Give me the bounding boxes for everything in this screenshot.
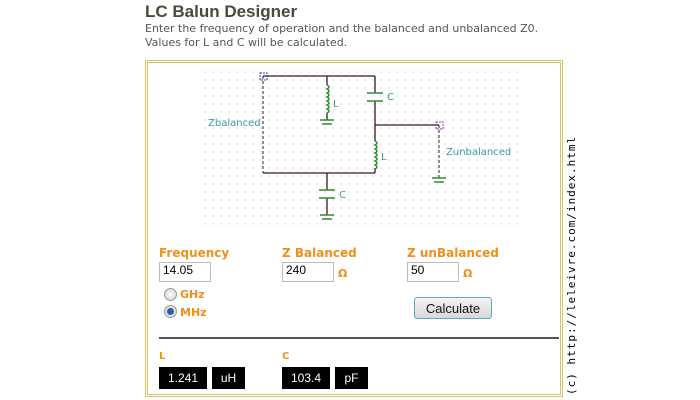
z-balanced-label: Z Balanced [282,246,357,260]
ghz-radio[interactable] [164,288,177,301]
c2-label: C [339,190,346,201]
z-unbalanced-input[interactable]: 50 [407,262,459,282]
frequency-label: Frequency [159,246,230,260]
ground-icon [432,177,446,183]
wire [374,76,439,173]
l2-label: L [381,152,387,163]
balanced-port-icon [259,72,268,81]
capacitor-icon [367,92,383,102]
calculate-button[interactable]: Calculate [414,297,492,319]
l-result-label: L [159,351,166,362]
ghz-label: GHz [180,288,205,301]
c-result-unit: pF [335,367,368,389]
ohm-unit: Ω [338,267,348,280]
page-title: LC Balun Designer [145,2,298,21]
l-result-unit: uH [212,367,245,389]
balun-panel: L C L C Zbalanced Zunbalanced Frequency … [145,60,563,397]
z-unbalanced-label: Z unBalanced [407,246,499,260]
ground-icon [320,214,334,220]
capacitor-icon [319,189,335,199]
zbalanced-label: Zbalanced [208,118,261,129]
mhz-label: MHz [180,306,207,319]
credit-link[interactable]: (c) http://leleivre.com/index.html [565,135,578,395]
ohm-unit: Ω [463,267,473,280]
l-result-value: 1.241 [159,367,207,389]
unbalanced-port-icon [435,121,444,130]
l1-label: L [333,99,339,110]
frequency-input[interactable]: 14.05 [159,262,211,282]
ground-icon [320,119,334,125]
c1-label: C [387,92,394,103]
divider [159,337,559,339]
inductor-icon [373,140,378,170]
zunbalanced-label: Zunbalanced [446,147,511,158]
z-balanced-input[interactable]: 240 [282,262,334,282]
description-line-1: Enter the frequency of operation and the… [145,22,539,35]
circuit-diagram: L C L C Zbalanced Zunbalanced [198,68,523,228]
description-line-2: Values for L and C will be calculated. [145,36,348,49]
c-result-label: C [282,351,290,362]
c-result-value: 103.4 [282,367,330,389]
inductor-icon [325,84,330,114]
mhz-radio[interactable] [164,305,177,318]
wire [263,75,375,174]
